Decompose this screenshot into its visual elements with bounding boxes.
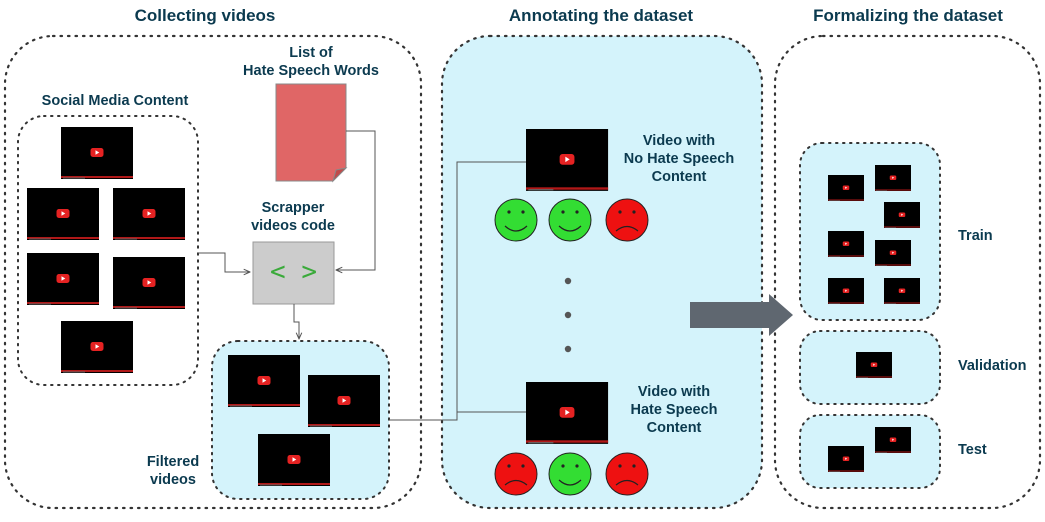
collecting-container (3, 34, 423, 510)
social-media-box (17, 115, 199, 386)
youtube-video-thumbnail-icon (308, 375, 380, 427)
youtube-video-thumbnail-icon (113, 188, 185, 240)
scrapper-box (252, 241, 335, 305)
youtube-video-thumbnail-icon (875, 165, 911, 191)
no-hate-speech-label: Video with No Hate Speech Content (623, 133, 735, 185)
section-title-formalizing: Formalizing the dataset (813, 6, 1003, 25)
test-box (799, 414, 941, 489)
happy-face-icon (548, 452, 592, 496)
happy-face-icon (548, 198, 592, 242)
youtube-video-thumbnail-icon (884, 278, 920, 304)
formalizing-container (773, 34, 1042, 510)
youtube-video-thumbnail-icon (526, 129, 609, 191)
filtered-to-no-hate-line (389, 161, 526, 421)
youtube-video-thumbnail-icon (828, 278, 864, 304)
youtube-video-thumbnail-icon (228, 355, 300, 407)
youtube-video-thumbnail-icon (113, 257, 185, 309)
youtube-video-thumbnail-icon (828, 446, 864, 472)
youtube-video-thumbnail-icon (61, 321, 133, 373)
youtube-video-thumbnail-icon (27, 253, 99, 305)
word-list-label: List of Hate Speech Words (243, 45, 379, 79)
filtered-videos-label: Filtered videos (146, 454, 200, 488)
youtube-video-thumbnail-icon (27, 188, 99, 240)
ellipsis-dot (564, 277, 572, 285)
section-title-collecting: Collecting videos (134, 6, 276, 25)
youtube-video-thumbnail-icon (526, 382, 609, 444)
sad-face-icon (605, 198, 649, 242)
ellipsis-dot (564, 311, 572, 319)
wordlist-to-scrapper-arrow (336, 130, 376, 270)
youtube-video-thumbnail-icon (61, 127, 133, 179)
test-label: Test (958, 442, 987, 458)
youtube-video-thumbnail-icon (828, 231, 864, 257)
scrapper-to-filtered-arrow (293, 304, 299, 339)
happy-face-icon (494, 198, 538, 242)
right-arrow-icon (690, 294, 793, 336)
sad-face-icon (494, 452, 538, 496)
annotating-container (440, 34, 764, 510)
youtube-video-thumbnail-icon (258, 434, 330, 486)
code-brackets-icon: < > (270, 257, 317, 287)
validation-label: Validation (958, 358, 1027, 374)
section-title-annotating: Annotating the dataset (508, 6, 694, 25)
youtube-video-thumbnail-icon (875, 427, 911, 453)
document-icon (275, 83, 347, 182)
ellipsis-dot (564, 345, 572, 353)
youtube-video-thumbnail-icon (828, 175, 864, 201)
scrapper-label: Scrapper videos code (251, 200, 335, 234)
youtube-video-thumbnail-icon (856, 352, 892, 378)
sad-face-icon (605, 452, 649, 496)
youtube-video-thumbnail-icon (884, 202, 920, 228)
social-media-label: Social Media Content (41, 93, 189, 109)
hate-speech-label: Video with Hate Speech Content (630, 384, 718, 436)
social-to-scrapper-arrow (198, 252, 250, 272)
youtube-video-thumbnail-icon (875, 240, 911, 266)
train-label: Train (958, 228, 993, 244)
